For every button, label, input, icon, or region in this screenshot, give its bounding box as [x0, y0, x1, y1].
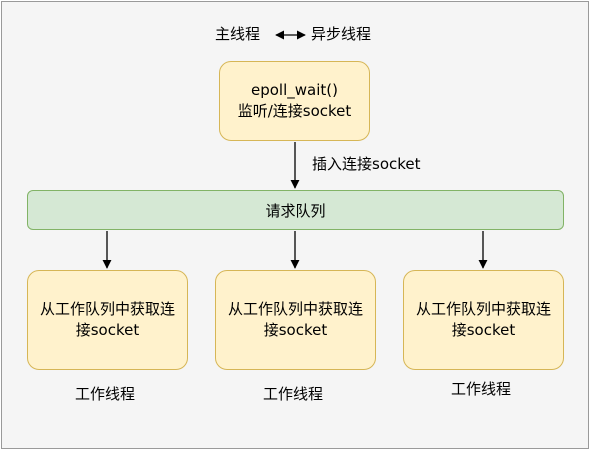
worker-1-line1: 从工作队列中获取连: [39, 300, 175, 318]
worker-box-1: 从工作队列中获取连 接socket: [27, 270, 188, 370]
worker-box-3: 从工作队列中获取连 接socket: [403, 270, 564, 370]
worker-3-line1: 从工作队列中获取连: [415, 300, 551, 318]
listener-line2: 监听/连接socket: [237, 102, 352, 120]
request-queue-label: 请求队列: [265, 201, 326, 220]
worker-1-line2: 接socket: [75, 321, 140, 339]
request-queue-box: 请求队列: [27, 190, 564, 230]
epoll-listener-box: epoll_wait() 监听/连接socket: [219, 61, 370, 141]
worker-2-caption: 工作线程: [263, 385, 324, 403]
legend-main-thread: 主线程: [215, 25, 261, 43]
legend-async-thread: 异步线程: [311, 25, 372, 43]
worker-box-2: 从工作队列中获取连 接socket: [215, 270, 376, 370]
worker-2-line1: 从工作队列中获取连: [227, 300, 363, 318]
worker-3-caption: 工作线程: [451, 380, 512, 398]
listener-line1: epoll_wait(): [251, 81, 338, 99]
worker-3-line2: 接socket: [451, 321, 516, 339]
worker-2-line2: 接socket: [263, 321, 328, 339]
insert-socket-label: 插入连接socket: [312, 155, 421, 173]
worker-1-caption: 工作线程: [75, 385, 136, 403]
